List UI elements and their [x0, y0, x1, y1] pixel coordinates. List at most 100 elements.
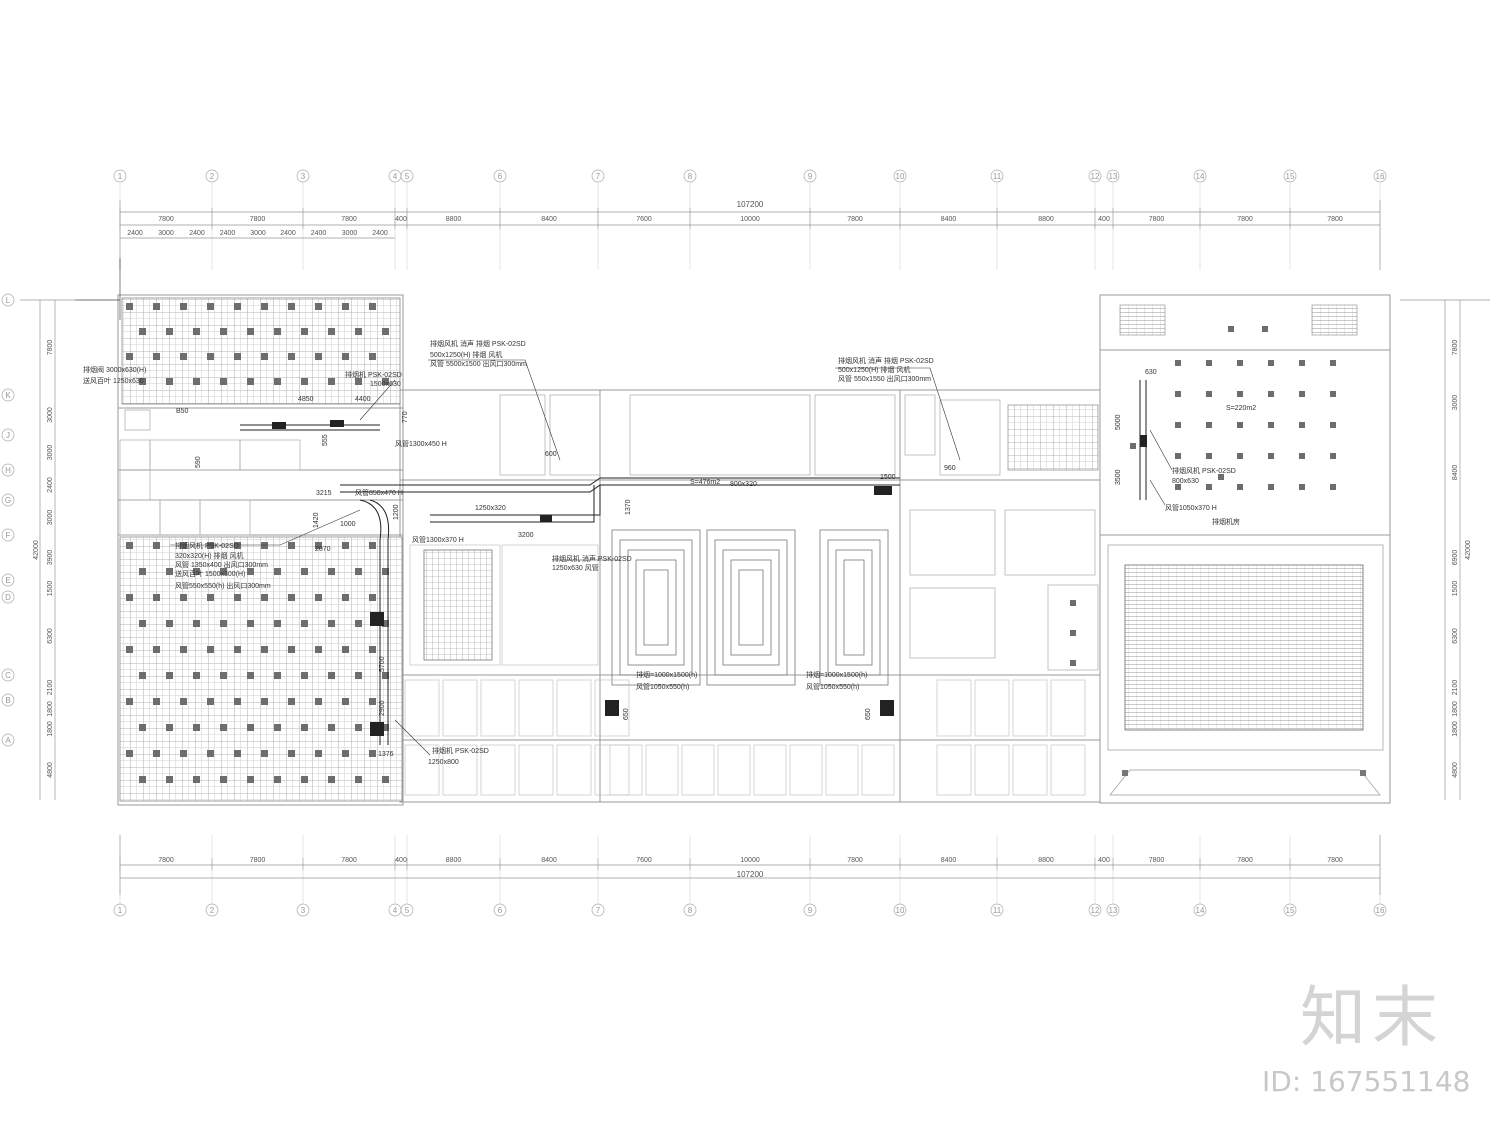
- annotation-a23: 风管850x470 H: [355, 488, 403, 497]
- annotation-a25: 1420: [313, 512, 320, 528]
- annotation-a35: 1250x630 风管: [552, 563, 599, 572]
- row-axis-bubble: [1, 733, 15, 747]
- bottom-span-dimension: 8800: [1038, 857, 1054, 864]
- ceiling-light: [274, 724, 281, 731]
- ceiling-light: [1299, 453, 1305, 459]
- annotation-a39: 送风百叶 1500x300(H): [175, 569, 245, 578]
- watermark-logo: 知末: [1300, 979, 1444, 1056]
- ceiling-light: [382, 378, 389, 385]
- ceiling-light: [355, 776, 362, 783]
- row-axis-label: A: [5, 736, 11, 745]
- ceiling-light: [261, 750, 268, 757]
- ceiling-light: [126, 353, 133, 360]
- annotation-a56: 800x630: [1172, 478, 1199, 485]
- ceiling-light: [382, 328, 389, 335]
- ceiling-light: [180, 542, 187, 549]
- ceiling-light: [139, 672, 146, 679]
- annotation-a4: 1500x630: [370, 381, 401, 388]
- right-central-rooms: [909, 509, 1099, 671]
- annotation-a41: 5700: [379, 656, 386, 672]
- annotation-a53: 3500: [1115, 469, 1122, 485]
- annotation-a52: 5000: [1115, 414, 1122, 430]
- ceiling-light: [139, 724, 146, 731]
- left-span-dimension: 2100: [47, 680, 54, 696]
- ceiling-light: [166, 328, 173, 335]
- bottom-span-dimension: 7800: [158, 857, 174, 864]
- left-span-dimension: 2400: [47, 477, 54, 493]
- row-axis-bubble: [1, 493, 15, 507]
- corridor-bay: [789, 744, 823, 796]
- ceiling-light: [261, 646, 268, 653]
- ceiling-light: [1262, 326, 1268, 332]
- row-axis-label: G: [5, 496, 11, 505]
- upper-right-stairs: [1119, 304, 1358, 336]
- ceiling-light: [207, 594, 214, 601]
- ceiling-light: [153, 353, 160, 360]
- ceiling-light: [274, 776, 281, 783]
- top-sub-span-dimension: 2400: [189, 230, 205, 237]
- ceiling-light: [382, 724, 389, 731]
- bottom-span-dimension: 8400: [541, 857, 557, 864]
- column-axis-bubble-top: [803, 169, 817, 183]
- left-span-dimension: 4800: [47, 762, 54, 778]
- ceiling-light: [1299, 484, 1305, 490]
- top-sub-span-dimension: 2400: [280, 230, 296, 237]
- ceiling-light: [1237, 484, 1243, 490]
- ceiling-light: [288, 646, 295, 653]
- ceiling-light: [1175, 391, 1181, 397]
- row-axis-bubble: [1, 388, 15, 402]
- annotation-a38: 风管 1350x400 出风口300mm: [175, 560, 268, 569]
- annotation-a36: 排烟风机 PSK-02SD: [175, 541, 239, 550]
- ceiling-light: [220, 672, 227, 679]
- ceiling-light: [193, 724, 200, 731]
- corridor-bay: [556, 679, 592, 737]
- ceiling-lights-lower-left: [126, 542, 389, 783]
- ceiling-light: [1206, 360, 1212, 366]
- column-axis-label-top: 13: [1109, 172, 1118, 181]
- annotation-a9: 555: [322, 434, 329, 446]
- ceiling-light: [355, 328, 362, 335]
- ceiling-light: [301, 378, 308, 385]
- ceiling-light: [234, 646, 241, 653]
- column-axis-bubble-top: [113, 169, 127, 183]
- ceiling-light: [328, 776, 335, 783]
- ceiling-light: [261, 698, 268, 705]
- ceiling-light: [369, 353, 376, 360]
- ceiling-light: [207, 542, 214, 549]
- ceiling-light: [288, 303, 295, 310]
- corridor-bay: [609, 744, 643, 796]
- annotation-a7: 4400: [355, 396, 371, 403]
- top-sub-span-dimension: 2400: [311, 230, 327, 237]
- annotation-a3: 排烟机 PSK-02SD: [345, 370, 402, 379]
- bottom-dimension-chain: [119, 835, 1381, 895]
- ceiling-light: [369, 303, 376, 310]
- corridor-bay: [1012, 744, 1048, 796]
- top-span-dimension: 10000: [740, 216, 760, 223]
- ceiling-light: [342, 646, 349, 653]
- corridor-bay: [404, 679, 440, 737]
- top-span-dimension: 7800: [847, 216, 863, 223]
- right-span-dimension: 1800: [1452, 701, 1459, 717]
- ceiling-light: [288, 542, 295, 549]
- column-axis-label-top: 11: [993, 172, 1002, 181]
- top-span-dimension: 400: [395, 216, 407, 223]
- column-axis-bubble-top: [1193, 169, 1207, 183]
- ceiling-light: [355, 724, 362, 731]
- building-outline: [117, 294, 1391, 806]
- corridor-bay: [974, 744, 1010, 796]
- corridor-bay: [1050, 679, 1086, 737]
- ceiling-light: [369, 594, 376, 601]
- row-axis-bubble: [1, 528, 15, 542]
- column-axis-label-top: 12: [1091, 172, 1100, 181]
- corridor-bay: [480, 744, 516, 796]
- annotation-a8: 770: [402, 411, 409, 423]
- column-axis-label-top: 8: [688, 172, 693, 181]
- column-axis-label-bottom: 10: [896, 906, 905, 915]
- ceiling-light: [369, 750, 376, 757]
- left-span-dimension: 1800: [47, 701, 54, 717]
- column-axis-label-bottom: 15: [1286, 906, 1295, 915]
- top-sub-span-dimension: 2400: [372, 230, 388, 237]
- top-sub-span-dimension: 2400: [127, 230, 143, 237]
